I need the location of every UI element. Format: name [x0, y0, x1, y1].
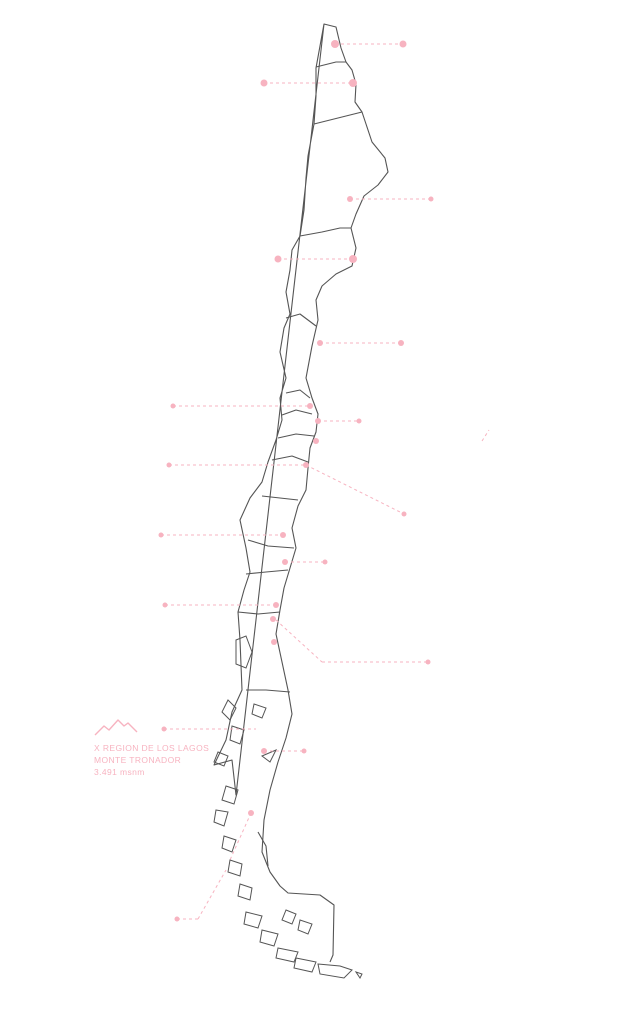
highlight-label: X REGION DE LOS LAGOS MONTE TRONADOR 3.4…	[94, 717, 209, 778]
region-boundary-2	[313, 111, 363, 125]
region-boundary-9	[261, 495, 299, 501]
region-boundary-1	[315, 61, 346, 68]
peak-altitude: 3.491 msnm	[94, 767, 145, 777]
region-boundary-7	[277, 433, 315, 439]
peak-name: MONTE TRONADOR	[94, 755, 182, 765]
region-name: X REGION DE LOS LAGOS	[94, 743, 210, 753]
mountain-icon	[94, 719, 138, 736]
southern-islands	[213, 635, 363, 979]
region-boundary-6	[281, 409, 313, 416]
region-boundary-4	[285, 313, 317, 327]
region-boundary-11	[245, 569, 289, 575]
region-boundary-13	[246, 689, 291, 693]
region-boundary-8	[271, 455, 309, 463]
region-boundary-10	[247, 539, 295, 549]
region-boundary-14	[257, 831, 269, 867]
region-boundary-12	[237, 611, 281, 615]
region-boundary-5	[285, 389, 311, 399]
leader-lines	[161, 43, 490, 920]
region-markers	[158, 40, 434, 922]
region-boundary-3	[299, 227, 351, 237]
